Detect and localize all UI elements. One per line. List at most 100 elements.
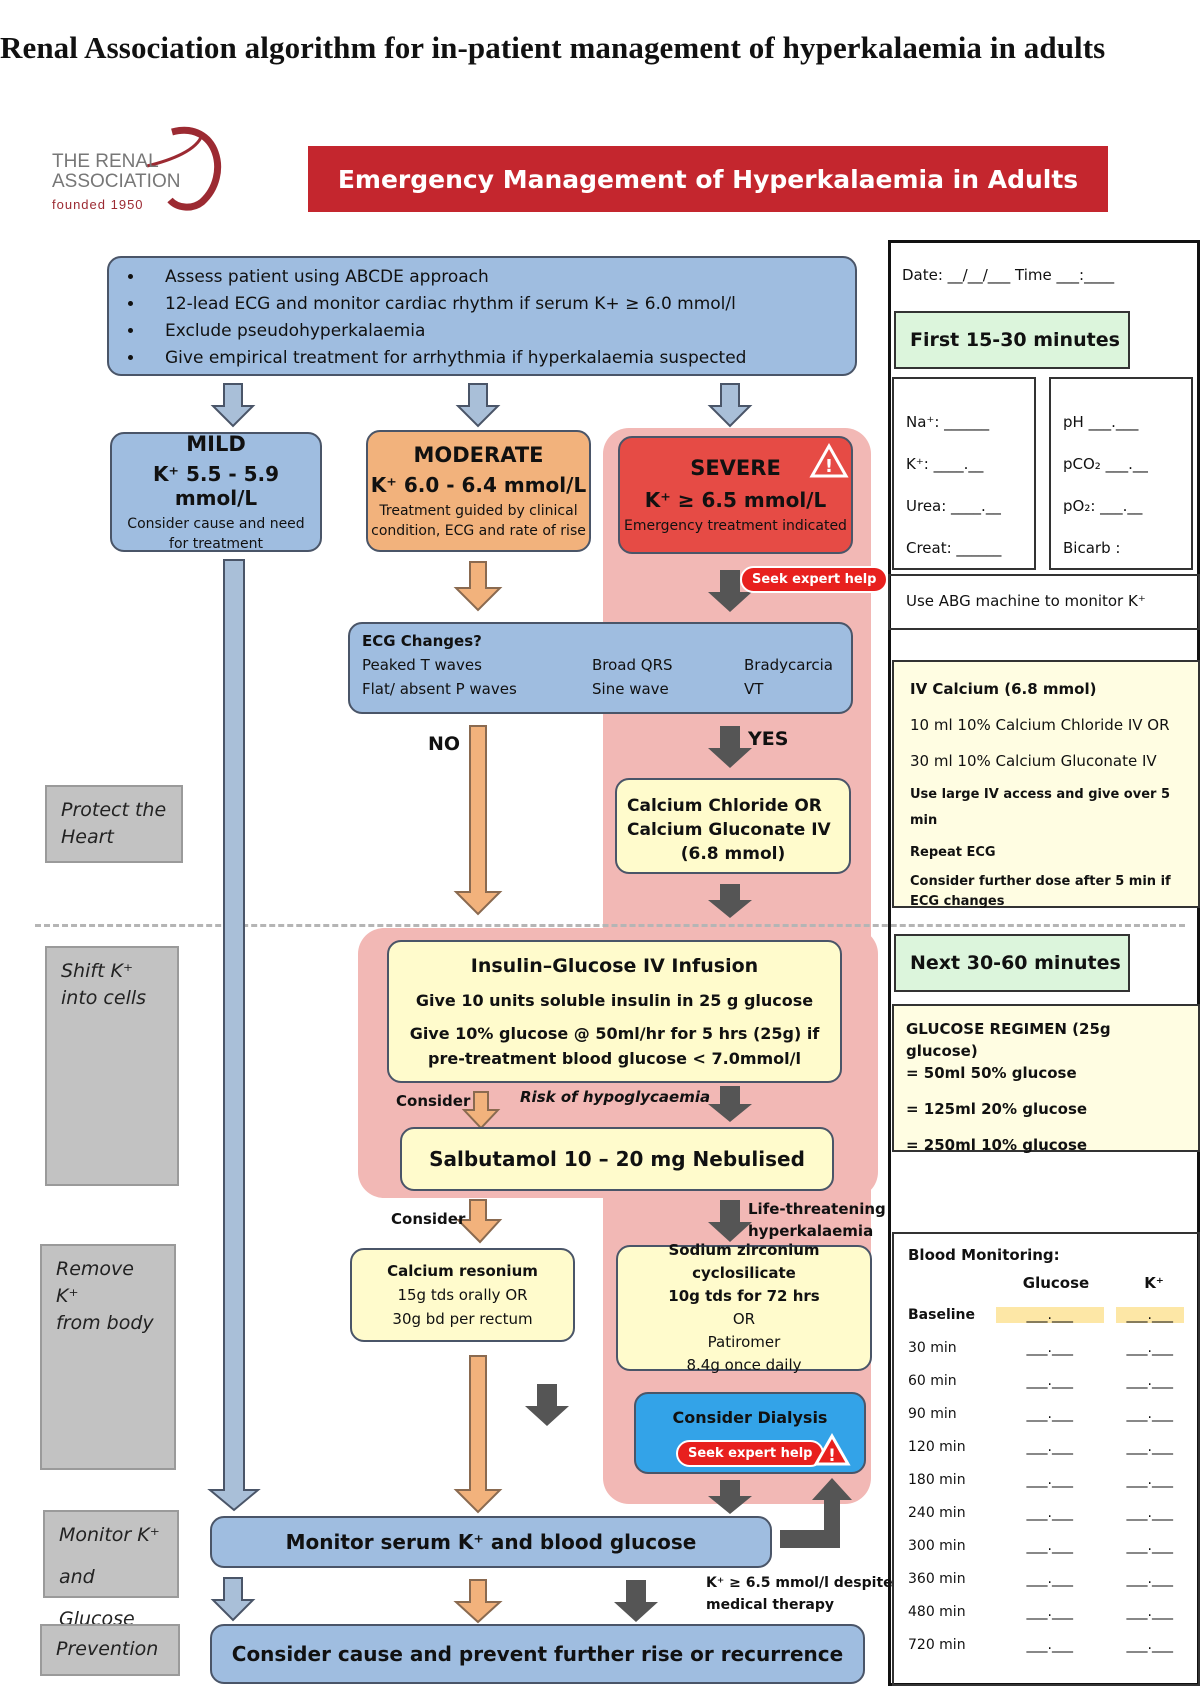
iv-calcium-line: Repeat ECG: [910, 845, 996, 860]
severe-box: SEVERE K⁺ ≥ 6.5 mmol/L Emergency treatme…: [618, 436, 853, 554]
renal-association-logo: THE RENAL ASSOCIATION founded 1950: [52, 120, 222, 212]
k-entry[interactable]: ___.___: [1126, 1537, 1173, 1554]
severe-note: Emergency treatment indicated: [624, 518, 847, 534]
consider-label-1: Consider: [396, 1092, 471, 1110]
dialysis-label: Consider Dialysis: [672, 1408, 828, 1427]
k-entry[interactable]: ___.___: [1126, 1471, 1173, 1488]
consider-arrow-1: [455, 1199, 503, 1244]
iv-calcium-line: Consider further dose after 5 min if: [910, 874, 1171, 889]
abg-note: Use ABG machine to monitor K⁺: [888, 574, 1200, 630]
insulin-line-3: pre-treatment blood glucose < 7.0mmol/l: [428, 1049, 801, 1068]
monitor-time: 300 min: [908, 1537, 966, 1554]
monitor-row: 360 min ___.___ ___.___: [908, 1566, 1184, 1591]
glucose-entry[interactable]: ___.___: [1026, 1537, 1073, 1554]
dark-prevent-arrow: [614, 1580, 658, 1622]
ecg-title: ECG Changes?: [362, 632, 482, 650]
lab-po2[interactable]: pO₂: ___.__: [1063, 497, 1143, 515]
iv-calcium-title: IV Calcium (6.8 mmol): [910, 680, 1097, 698]
lab-urea[interactable]: Urea: ____.__: [906, 497, 1001, 515]
calcium-line-3: (6.8 mmol): [680, 844, 786, 864]
lab-bicarb[interactable]: Bicarb :: [1063, 539, 1121, 557]
arrow-to-severe: [709, 383, 751, 427]
szc-line-5: 8.4g once daily: [686, 1356, 802, 1374]
iv-calcium-line: 30 ml 10% Calcium Gluconate IV: [910, 752, 1157, 770]
moderate-title: MODERATE: [413, 443, 544, 467]
labs-left: Na⁺: ______ K⁺: ____.__ Urea: ____.__ Cr…: [892, 377, 1036, 570]
k-entry[interactable]: ___.___: [1126, 1504, 1173, 1521]
k-entry[interactable]: ___.___: [1126, 1570, 1173, 1587]
assess-item: Give empirical treatment for arrhythmia …: [145, 345, 855, 372]
blood-monitoring-title: Blood Monitoring:: [908, 1246, 1060, 1264]
assess-item: Assess patient using ABCDE approach: [145, 264, 855, 291]
mild-title: MILD: [186, 432, 246, 456]
date-time-field[interactable]: Date: __/__/___ Time ___:____: [902, 266, 1115, 284]
monitor-row: 300 min ___.___ ___.___: [908, 1533, 1184, 1558]
glucose-entry[interactable]: ___.___: [1026, 1603, 1073, 1620]
ecg-item: Flat/ absent P waves: [362, 680, 517, 698]
page-title: Renal Association algorithm for in-patie…: [0, 30, 1106, 65]
glucose-regimen-line: = 125ml 20% glucose: [906, 1100, 1088, 1118]
lab-k[interactable]: K⁺: ____.__: [906, 455, 984, 473]
lab-na[interactable]: Na⁺: ______: [906, 413, 990, 431]
dialysis-box: Consider Dialysis Seek expert help !: [634, 1392, 866, 1474]
arrow-to-mild: [212, 383, 254, 427]
assess-box: Assess patient using ABCDE approach 12-l…: [107, 256, 857, 376]
monitor-time: 360 min: [908, 1570, 966, 1587]
life-threat-arrow: [708, 1200, 752, 1242]
szc-line-2: 10g tds for 72 hrs: [668, 1287, 820, 1305]
lab-ph[interactable]: pH ___.___: [1063, 413, 1139, 431]
insulin-line-1: Give 10 units soluble insulin in 25 g gl…: [415, 991, 814, 1010]
arrow-to-moderate: [457, 383, 499, 427]
monitor-time: Baseline: [908, 1306, 976, 1323]
seek-expert-pill-2: Seek expert help: [676, 1440, 825, 1467]
k-entry[interactable]: ___.___: [1126, 1603, 1173, 1620]
glucose-entry[interactable]: ___.___: [1026, 1471, 1073, 1488]
monitor-row: 180 min___.______.___: [908, 1467, 1184, 1492]
monitor-time: 720 min: [908, 1636, 966, 1653]
monitor-time: 120 min: [908, 1438, 966, 1455]
arrow-to-prevent-1: [212, 1577, 254, 1621]
despite-therapy-label: K⁺ ≥ 6.5 mmol/l despite medical therapy: [706, 1575, 893, 1613]
glucose-entry[interactable]: ___.___: [1026, 1339, 1073, 1356]
moderate-note-1: Treatment guided by clinical: [379, 503, 578, 519]
logo-line-1: THE RENAL: [52, 151, 159, 172]
k-entry[interactable]: ___.___: [1126, 1438, 1173, 1455]
insulin-title: Insulin–Glucose IV Infusion: [470, 955, 759, 977]
k-entry[interactable]: ___.___: [1126, 1405, 1173, 1422]
monitor-row: 240 min___.______.___: [908, 1500, 1184, 1525]
k-entry[interactable]: ___.___: [1115, 1306, 1184, 1323]
glucose-entry[interactable]: ___.___: [1026, 1372, 1073, 1389]
k-entry[interactable]: ___.___: [1126, 1636, 1173, 1653]
calcium-resonium-box: Calcium resonium 15g tds orally OR 30g b…: [350, 1248, 575, 1342]
resonium-line-2: 30g bd per rectum: [392, 1310, 533, 1328]
glucose-entry[interactable]: ___.___: [1026, 1438, 1073, 1455]
yes-label: YES: [748, 728, 789, 750]
glucose-entry[interactable]: ___.___: [1026, 1405, 1073, 1422]
moderate-arrow-1: [453, 561, 503, 612]
szc-line-4: Patiromer: [707, 1333, 781, 1351]
phase-divider: [35, 924, 1185, 927]
severe-arrow-1: [708, 570, 752, 612]
glucose-entry[interactable]: ___.___: [1026, 1570, 1073, 1587]
life-threatening-label: Life-threatening hyperkalaemia: [748, 1200, 886, 1240]
lab-creat[interactable]: Creat: ______: [906, 539, 1002, 557]
k-entry[interactable]: ___.___: [1126, 1372, 1173, 1389]
lab-pco2[interactable]: pCO₂ ___.__: [1063, 455, 1148, 473]
monitor-row: 120 min ___.___ ___.___: [908, 1434, 1184, 1459]
col-glucose: Glucose: [1022, 1274, 1090, 1292]
monitor-row: 720 min ___.___ ___.___: [908, 1632, 1184, 1657]
k-entry[interactable]: ___.___: [1126, 1339, 1173, 1356]
glucose-regimen-line: = 250ml 10% glucose: [906, 1136, 1088, 1154]
ecg-item: Broad QRS: [592, 656, 673, 674]
calcium-line-2: Calcium Gluconate IV: [627, 820, 831, 840]
glucose-entry[interactable]: ___.___: [1026, 1504, 1073, 1521]
banner-title: Emergency Management of Hyperkalaemia in…: [308, 146, 1108, 212]
logo-line-2: ASSOCIATION: [52, 171, 181, 192]
szc-line-1: Sodium zirconium cyclosilicate: [668, 1241, 820, 1282]
monitor-box: Monitor serum K⁺ and blood glucose: [210, 1516, 772, 1568]
glucose-entry[interactable]: ___.___: [1026, 1636, 1073, 1653]
phase-remove-k: Remove K⁺ from body: [40, 1244, 176, 1470]
glucose-entry[interactable]: ___.___: [996, 1306, 1104, 1323]
blood-monitoring-panel: Blood Monitoring: Glucose K⁺ Baseline___…: [892, 1232, 1200, 1686]
ecg-item: Sine wave: [592, 680, 669, 698]
